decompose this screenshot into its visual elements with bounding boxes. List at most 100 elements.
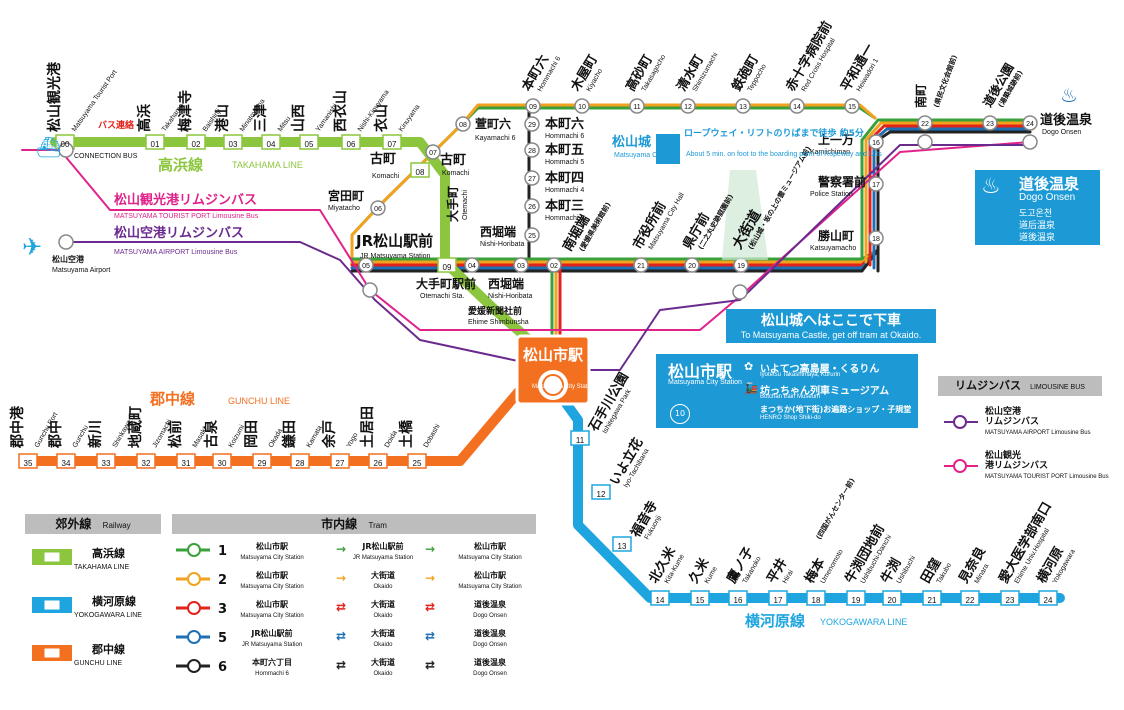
station-Yamanishi-marker <box>299 134 319 150</box>
tram-name-Police Station: 警察署前 <box>817 174 866 189</box>
gunchu-line-en: GUNCHU LINE <box>228 396 290 406</box>
station-name-Yamanishi: 山西 <box>291 104 307 132</box>
station-info-code: 10 <box>670 404 690 424</box>
station-Nishi-Kinuyama-marker <box>341 134 361 150</box>
tram-Nishi-Horibata-marker <box>513 257 529 273</box>
station-Kume-code: 15 <box>696 596 705 605</box>
tram-Hommachi 6-marker <box>524 116 540 132</box>
tram-note-Minamimachi: (県民文化会館前) <box>931 54 958 109</box>
legend-tram-b-en-4: Okaido <box>373 671 393 677</box>
tram-name-Kayamachi: 萱町六 <box>475 116 511 131</box>
airplane-icon: ✈ <box>22 234 42 261</box>
legend-railway-marker-1 <box>43 599 61 611</box>
tram-en-NishiHoribata: Nishi-Horibata <box>488 293 532 300</box>
station-Yokogawara-code: 24 <box>1044 596 1053 605</box>
station-en-Komachi-rail: Komachi <box>372 173 400 180</box>
tram-Dogo Onsen-code: 24 <box>1026 121 1034 128</box>
tram-Kayamachi 6-marker <box>455 116 471 132</box>
station-Baishinji-code: 02 <box>192 140 201 149</box>
tourist-port-bus-stop-marker <box>58 142 74 158</box>
legend-tram-arrow1-0: → <box>336 542 346 556</box>
legend-tram-c-2: 道後温泉 <box>474 599 507 609</box>
legend-tram-b-4: 大街道 <box>371 657 395 667</box>
legend-tram-arrow1-4: ⇄ <box>336 658 346 672</box>
dogo-callout: ♨ 道後温泉 Dogo Onsen 도고온천 道后温泉 道後溫泉 <box>975 170 1100 245</box>
tram-Katsuyamacho-marker <box>868 230 884 246</box>
station-Iyo-Tachibana-code: 12 <box>597 490 606 499</box>
info-item-2-en: Botchan train Museum <box>760 394 821 400</box>
station-en-Mitsu: Mitsu <box>277 115 292 133</box>
tram-Katsuyamacho-code: 18 <box>872 236 880 243</box>
hotspring-icon: ♨ <box>981 174 1001 199</box>
legend-tram-dot-1 <box>187 572 201 586</box>
station-Takanoko-marker <box>728 590 748 606</box>
tram-Ehime Pref. Office-marker <box>684 257 700 273</box>
station-name-Dobashi: 土橋 <box>398 419 415 448</box>
legend-tram-arrow2-4: ⇄ <box>425 658 435 672</box>
dogo-callout-title: 道後温泉 <box>1019 175 1080 193</box>
legend-railway-en-2: GUNCHU LINE <box>74 660 123 667</box>
tram-en-Hommachi 3-v: Hommachi 3 <box>545 215 584 222</box>
tram-east-track <box>868 124 1032 267</box>
station-name-Mitsu: 三津 <box>252 104 269 132</box>
station-Gunchu-marker <box>56 453 76 469</box>
station-Dobashi-marker <box>407 453 427 469</box>
legend-tram-num-3: 5 <box>218 631 227 646</box>
station-name-Koizumi: 古泉 <box>203 419 220 448</box>
station-name-Takahama: 高浜 <box>136 104 153 132</box>
station-Ehime Univ.Hospital-code: 23 <box>1006 596 1015 605</box>
tram-Heiwadori 1-code: 15 <box>848 104 856 111</box>
gunchu-line <box>21 385 525 466</box>
tram-Komachi-marker <box>425 144 441 160</box>
station-Yamanishi-code: 05 <box>305 140 314 149</box>
tram-en-Katsuyamacho: Katsuyamacho <box>810 245 856 252</box>
station-Yogo-code: 27 <box>336 459 345 468</box>
station-Gunchu-code: 34 <box>62 459 71 468</box>
legend-tram-a-en-4: Hommachi 6 <box>255 671 289 677</box>
okaido-callout: 松山城へはここで下車 To Matsuyama Castle, get off … <box>726 309 936 343</box>
station-Koizumi-code: 30 <box>218 459 227 468</box>
matsuyama-station-name: 松山市駅 <box>523 346 584 364</box>
legend-bus: リムジンバス LIMOUSINE BUS <box>938 376 1102 494</box>
tram-east-track <box>876 130 1032 273</box>
station-info-en: Matsuyama City Station <box>668 379 742 386</box>
legend-tram-num-0: 1 <box>218 544 227 559</box>
station-Yokogawara-marker <box>1038 590 1058 606</box>
station-name-Gunchu Port: 郡中港 <box>9 405 26 449</box>
tram-Police Station-marker <box>868 176 884 192</box>
tram-name-Hommachi 6-v: 本町六 <box>545 116 584 132</box>
castle-note-en: About 5 min. on foot to the boarding poi… <box>686 151 882 158</box>
station-info-code-text: 10 <box>674 409 686 418</box>
legend-tram: 市内線 Tram <box>172 514 536 684</box>
tram-Red Cross Hospital-code: 14 <box>793 104 801 111</box>
tram-Red Cross Hospital-marker <box>789 98 805 114</box>
legend-tram-c-0: 松山市駅 <box>474 541 507 551</box>
station-Minatoyama-code: 03 <box>229 140 238 149</box>
tram-NishiHoribata25-marker <box>524 227 540 243</box>
legend-railway-name-0: 高浜線 <box>92 546 125 560</box>
station-Kinuyama-code: 07 <box>388 140 397 149</box>
legend-tram-a-en-3: JR Matsuyama Station <box>242 642 302 648</box>
tram-name-Katsuyamacho: 勝山町 <box>818 228 854 243</box>
okaido-callout-title: 松山城へはここで下車 <box>761 313 901 329</box>
tram-Miyatacho-code: 06 <box>374 206 382 213</box>
station-Kinuyama-marker <box>382 134 402 150</box>
station-Mitsu-code: 04 <box>267 140 276 149</box>
station-Umenomoto-marker <box>806 590 826 606</box>
station-name-Matsuyama Tourist Port: 松山観光港 <box>46 61 63 132</box>
station-Doida-code: 26 <box>374 459 383 468</box>
legend-tram-c-en-3: Dogo Onsen <box>473 642 507 648</box>
station-Kamata-marker <box>290 453 310 469</box>
tram-east-track <box>872 127 1032 270</box>
legend-tram-b-en-0: JR Matsuyama Station <box>353 555 413 561</box>
legend-railway: 郊外線 Railway <box>25 514 161 684</box>
tram-Dogo Park-marker <box>982 115 998 131</box>
legend-tram-c-1: 松山市駅 <box>474 570 507 580</box>
legend-tram-num-4: 6 <box>218 660 227 675</box>
tram-name-Hommachi 4-v: 本町四 <box>545 170 584 186</box>
tram-en-OtemachiSta: Otemachi Sta. <box>420 293 464 300</box>
legend-tram-b-2: 大街道 <box>371 599 395 609</box>
legend-bus-name-b-1: 港リムジンバス <box>985 459 1048 471</box>
tram-Okaido-code: 19 <box>737 263 745 270</box>
dogo-callout-line-zh2: 道後溫泉 <box>1019 233 1056 243</box>
